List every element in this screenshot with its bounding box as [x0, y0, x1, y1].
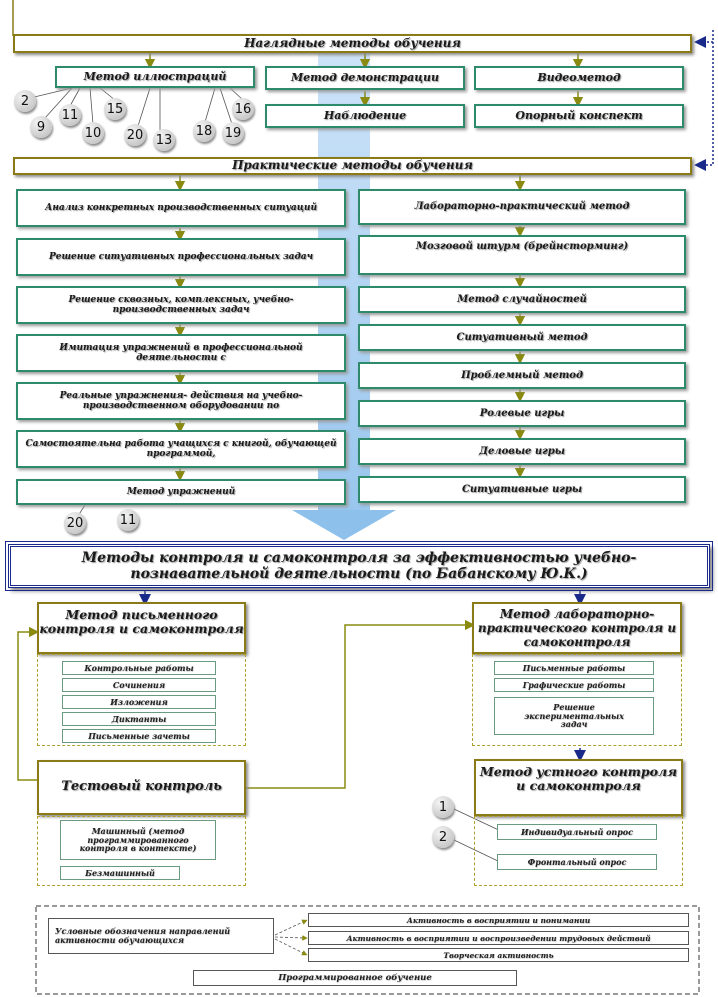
practical-left-item: Метод упражнений	[16, 479, 346, 505]
ref-circle: 2	[432, 826, 454, 848]
oral-control-title: Метод устного контроля и самоконтроля	[474, 759, 683, 816]
legend-program: Программированное обучение	[193, 970, 517, 986]
written-control-item: Диктанты	[62, 712, 216, 726]
lab-control-group	[472, 654, 682, 746]
practical-right-item: Ролевые игры	[358, 400, 686, 427]
practical-right-item: Проблемный метод	[358, 362, 686, 389]
ref-circle: 10	[82, 122, 104, 144]
practical-left-item: Самостоятельна работа учащихся с книгой,…	[16, 430, 346, 468]
practical-left-item: Решение сквозных, комплексных, учебно-пр…	[16, 286, 346, 324]
practical-left-item: Реальные упражнения- действия на учебно-…	[16, 382, 346, 420]
written-to-lab-line	[245, 619, 476, 789]
ref-circle: 13	[153, 129, 175, 151]
written-control-group	[37, 654, 246, 746]
oral-control-item: Фронтальный опрос	[497, 854, 657, 870]
legend-item: Творческая активность	[308, 948, 689, 962]
center-arrow-head	[292, 510, 396, 540]
practical-left-item: Решение ситуативных профессиональных зад…	[16, 238, 346, 276]
ref-circle: 11	[117, 509, 139, 531]
written-control-item: Контрольные работы	[62, 661, 216, 675]
written-control-title: Метод письменного контроля и самоконтрол…	[37, 602, 246, 654]
practical-right-item: Метод случайностей	[358, 286, 686, 313]
practical-right-item: Деловые игры	[358, 438, 686, 465]
demonstration-method: Метод демонстрации	[265, 66, 465, 90]
ref-circle: 11	[59, 104, 81, 126]
practical-left-item: Анализ конкретных производственных ситуа…	[16, 189, 346, 227]
observation-method: Наблюдение	[265, 104, 465, 128]
legend-lines	[274, 919, 308, 956]
left-loop	[17, 626, 40, 781]
ref-circle: 2	[14, 90, 36, 112]
video-method: Видеометод	[474, 66, 684, 90]
practical-right-item: Ситуативные игры	[358, 476, 686, 503]
ref-circle: 1	[432, 796, 454, 818]
ref-circle: 16	[232, 98, 254, 120]
control-methods-title: Методы контроля и самоконтроля за эффект…	[5, 541, 713, 591]
outline-method: Опорный конспект	[474, 104, 684, 128]
practical-methods-title: Практические методы обучения	[13, 157, 692, 175]
test-control-item: Безмашинный	[60, 866, 180, 880]
practical-left-item: Имитация упражнений в профессиональной д…	[16, 334, 346, 372]
legend-item: Активность в восприятии и понимании	[308, 913, 689, 927]
test-control-item: Машинный (метод программированного контр…	[60, 820, 216, 860]
ref-circle: 18	[193, 120, 215, 142]
ref-circle: 20	[64, 512, 86, 534]
ref-circle: 19	[222, 122, 244, 144]
oral-control-item: Индивидуальный опрос	[497, 824, 657, 840]
oral-ref-leaders	[453, 808, 506, 863]
written-control-item: Изложения	[62, 695, 216, 709]
lab-control-item: Письменные работы	[494, 661, 654, 675]
ref-circle: 20	[124, 124, 146, 146]
ref-circle: 15	[104, 98, 126, 120]
written-control-item: Сочинения	[62, 678, 216, 692]
lab-control-title: Метод лабораторно-практического контроля…	[472, 602, 682, 654]
visual-methods-title: Наглядные методы обучения	[13, 34, 692, 53]
practical-right-item: Ситуативный метод	[358, 324, 686, 351]
oral-control-group	[474, 816, 683, 886]
right-navy-bracket	[694, 30, 714, 171]
practical-right-item: Лабораторно-практический метод	[358, 189, 686, 225]
practical-right-item: Мозговой штурм (брейнсторминг)	[358, 235, 686, 275]
test-control-title: Тестовый контроль	[37, 760, 246, 815]
legend-label: Условные обозначения направлений активно…	[48, 918, 274, 954]
written-control-item: Письменные зачеты	[62, 729, 216, 743]
ref-circle: 9	[30, 116, 52, 138]
legend-item: Активность в восприятии и воспроизведени…	[308, 931, 689, 945]
lab-control-item: Графические работы	[494, 678, 654, 692]
legend-frame	[35, 905, 700, 995]
lab-control-item: Решение экспериментальных задач	[494, 697, 654, 735]
illustration-method: Метод иллюстраций	[55, 66, 255, 88]
test-control-group	[37, 816, 246, 886]
